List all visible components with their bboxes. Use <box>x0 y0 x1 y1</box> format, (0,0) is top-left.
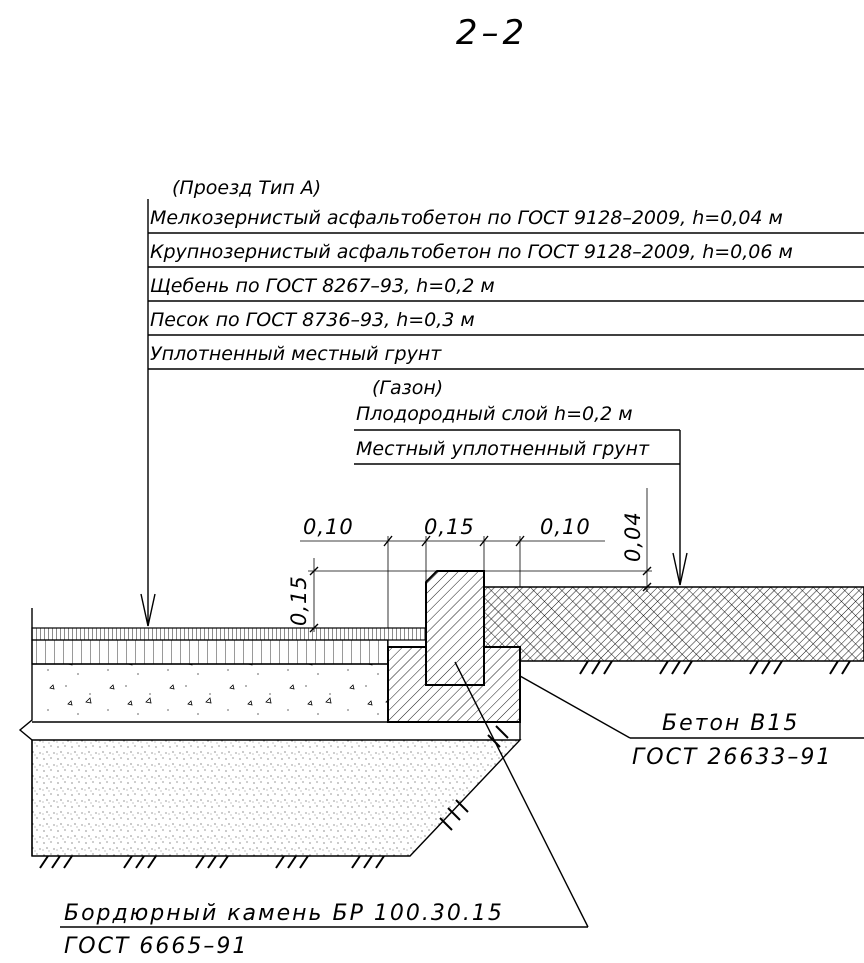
ground-hatch-marks <box>39 660 851 869</box>
road-layer-labels: Мелкозернистый асфальтобетон по ГОСТ 912… <box>150 207 793 365</box>
curb-leader <box>60 661 589 928</box>
dim-d1: 0,10 <box>303 515 354 539</box>
lawn-structure <box>483 586 864 662</box>
curb-standard: ГОСТ 6665–91 <box>64 934 248 959</box>
dim-d3: 0,10 <box>540 515 591 539</box>
section-title: 2–2 <box>456 13 528 53</box>
dim-d2: 0,15 <box>424 515 475 539</box>
road-layer-4: Песок по ГОСТ 8736–93, h=0,3 м <box>150 309 475 331</box>
lawn-header: (Газон) <box>372 377 443 399</box>
road-leader-lines <box>140 199 864 627</box>
concrete-label: Бетон В15 <box>662 711 799 736</box>
concrete-standard: ГОСТ 26633–91 <box>632 745 832 770</box>
curb-label: Бордюрный камень БР 100.30.15 <box>64 901 504 926</box>
road-layer-3: Щебень по ГОСТ 8267–93, h=0,2 м <box>150 275 495 297</box>
road-layer-1: Мелкозернистый асфальтобетон по ГОСТ 912… <box>150 207 783 229</box>
road-header: (Проезд Тип А) <box>172 177 321 199</box>
lawn-layer-1: Плодородный слой h=0,2 м <box>356 403 633 425</box>
dim-d5: 0,15 <box>287 575 311 626</box>
dim-d4: 0,04 <box>621 511 645 562</box>
lawn-leader-lines <box>354 429 688 586</box>
road-layer-5: Уплотненный местный грунт <box>150 343 442 365</box>
lawn-layer-2: Местный уплотненный грунт <box>356 438 650 460</box>
concrete-leader <box>519 675 864 739</box>
dimension-lines <box>300 488 652 633</box>
road-layer-2: Крупнозернистый асфальтобетон по ГОСТ 91… <box>150 241 793 263</box>
